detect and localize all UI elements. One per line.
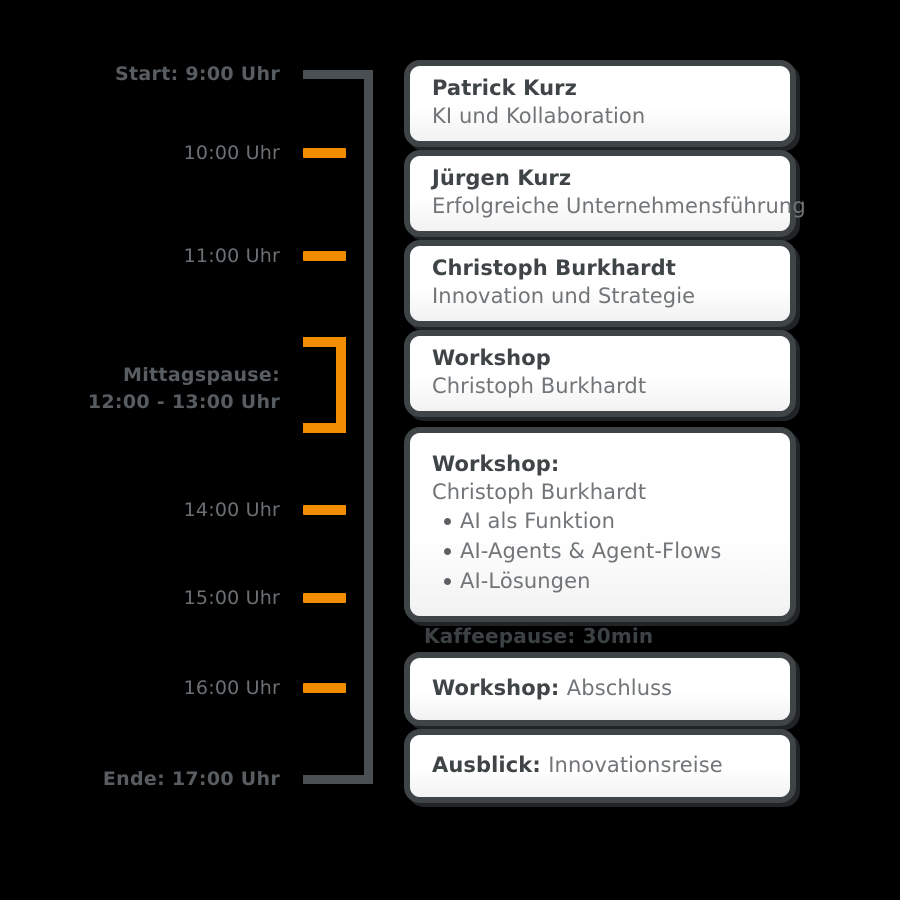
timeline-spine-vertical: [364, 70, 373, 784]
list-item: AI-Agents & Agent-Flows: [444, 536, 768, 566]
card-juergen-kurz[interactable]: Jürgen Kurz Erfolgreiche Unternehmensfüh…: [404, 150, 806, 237]
card-subtitle: Christoph Burkhardt: [432, 480, 647, 504]
card-workshop-detail[interactable]: Workshop: Christoph Burkhardt AI als Fun…: [404, 427, 796, 622]
list-item: AI-Lösungen: [444, 566, 768, 596]
card-subtitle: Erfolgreiche Unternehmensführung: [432, 194, 806, 218]
timeline-tick-10: [303, 148, 346, 158]
card-subtitle: Innovation und Strategie: [432, 284, 696, 308]
timeline-label-lunch-line2: 12:00 - 13:00 Uhr: [87, 391, 280, 413]
card-title: Workshop:: [432, 452, 560, 476]
timeline-tick-11: [303, 251, 346, 261]
timeline-arm-bottom: [303, 775, 373, 784]
timeline-tick-15: [303, 593, 346, 603]
workshop-bullet-list: AI als Funktion AI-Agents & Agent-Flows …: [432, 506, 768, 596]
coffee-break-label: Kaffeepause: 30min: [424, 624, 654, 648]
card-title: Workshop:: [432, 676, 567, 700]
card-title: Ausblick:: [432, 753, 549, 777]
timeline-arm-top: [303, 70, 373, 79]
card-heading-line: Workshop: Christoph Burkhardt: [432, 451, 768, 506]
lunch-bracket-top: [303, 337, 346, 347]
card-heading-line: Ausblick: Innovationsreise: [432, 751, 768, 779]
timeline-label-11: 11:00 Uhr: [183, 245, 280, 267]
card-group-afternoon-workshop: Workshop: Christoph Burkhardt AI als Fun…: [404, 427, 796, 622]
card-workshop-burkhardt[interactable]: Workshop Christoph Burkhardt: [404, 330, 796, 417]
card-subtitle: Abschluss: [566, 676, 673, 700]
card-christoph-burkhardt[interactable]: Christoph Burkhardt Innovation und Strat…: [404, 240, 796, 327]
timeline-label-start: Start: 9:00 Uhr: [115, 63, 280, 85]
card-group-closing: Workshop: Abschluss Ausblick: Innovation…: [404, 652, 796, 803]
card-ausblick[interactable]: Ausblick: Innovationsreise: [404, 729, 796, 803]
card-subtitle: KI und Kollaboration: [432, 104, 646, 128]
lunch-bracket-right: [336, 337, 346, 433]
card-title: Patrick Kurz: [432, 76, 577, 100]
timeline-label-lunch-line1: Mittagspause:: [123, 364, 280, 386]
timeline-tick-14: [303, 505, 346, 515]
timeline-lunch-bracket: [303, 337, 346, 433]
card-title: Jürgen Kurz: [432, 166, 572, 190]
timeline-tick-16: [303, 683, 346, 693]
timeline-label-14: 14:00 Uhr: [183, 499, 280, 521]
lunch-bracket-bottom: [303, 423, 346, 433]
timeline-label-16: 16:00 Uhr: [183, 677, 280, 699]
card-heading-line: Workshop: Abschluss: [432, 674, 768, 702]
card-title: Christoph Burkhardt: [432, 256, 676, 280]
timeline-label-end: Ende: 17:00 Uhr: [102, 768, 280, 790]
list-item: AI als Funktion: [444, 506, 768, 536]
card-subtitle: Innovationsreise: [548, 753, 723, 777]
timeline-label-15: 15:00 Uhr: [183, 587, 280, 609]
card-patrick-kurz[interactable]: Patrick Kurz KI und Kollaboration: [404, 60, 796, 147]
card-title: Workshop: [432, 346, 551, 370]
card-group-morning: Patrick Kurz KI und Kollaboration Jürgen…: [404, 60, 806, 417]
card-subtitle: Christoph Burkhardt: [432, 374, 647, 398]
timeline-label-10: 10:00 Uhr: [183, 142, 280, 164]
card-workshop-abschluss[interactable]: Workshop: Abschluss: [404, 652, 796, 726]
